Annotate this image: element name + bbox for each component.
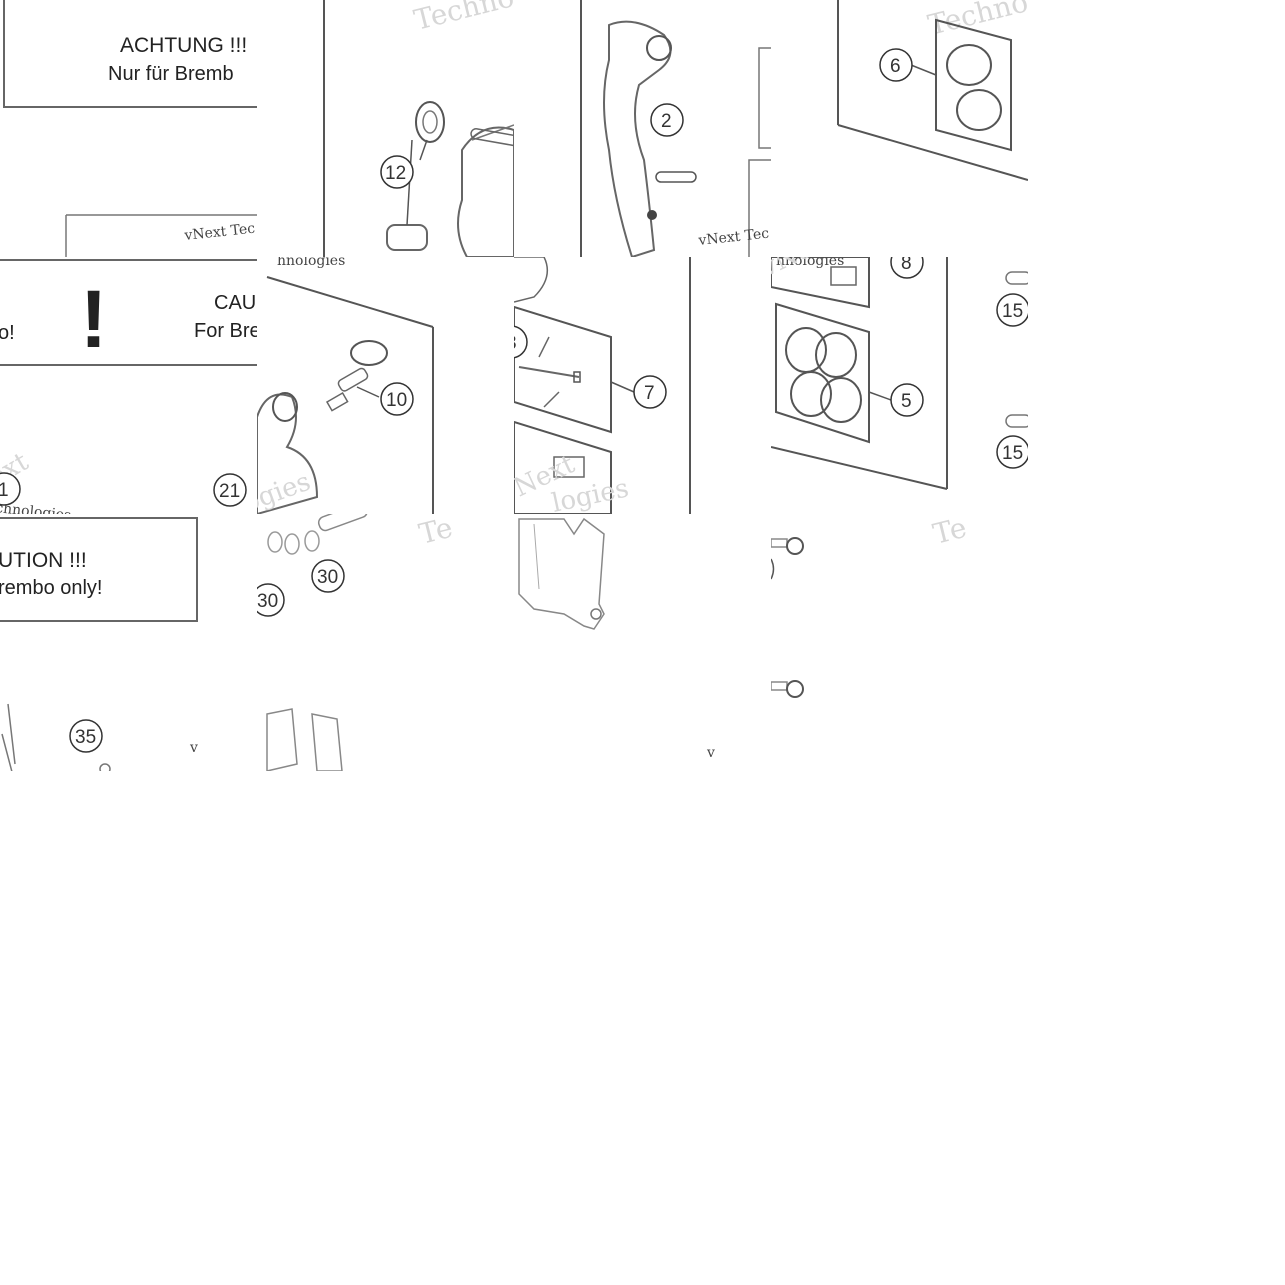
svg-text:o!: o!	[0, 322, 15, 344]
callout-21: 21	[213, 473, 247, 507]
callout-6: 6	[879, 48, 913, 82]
svg-text:hnologies: hnologies	[776, 257, 844, 269]
callout-12: 12	[380, 155, 414, 189]
svg-text:ogies: ogies	[257, 467, 315, 514]
diagram-tile-pin-kit: Next logies 7 3	[514, 257, 771, 514]
pin-kit-box	[514, 305, 612, 434]
callout-5: 5	[890, 383, 924, 417]
callout-10: 10	[380, 382, 414, 416]
diagram-tile-pistons: Techno 6	[771, 0, 1028, 257]
svg-text:30: 30	[257, 591, 278, 612]
diagram-tile-seal-kit: hnologies vNe 9 8 5 15 15	[771, 257, 1028, 514]
svg-text:1: 1	[0, 480, 9, 501]
diagram-tile-brake-pad: v	[514, 514, 771, 771]
callout-8: 8	[890, 257, 924, 279]
caution-title-fragment: CAU	[214, 292, 256, 314]
diagram-tile-spacers: Te 30 30	[257, 514, 514, 771]
svg-text:vNe: vNe	[771, 257, 817, 284]
callout-3: 3	[514, 325, 528, 359]
svg-text:hnologies: hnologies	[277, 257, 345, 269]
seal-kit-box	[775, 302, 870, 444]
svg-text:30: 30	[317, 567, 338, 588]
svg-text:3: 3	[514, 333, 517, 354]
svg-text:v: v	[706, 745, 715, 761]
svg-text:21: 21	[219, 481, 240, 502]
bleeder-cap	[350, 340, 388, 366]
bracket-part	[603, 20, 672, 257]
svg-text:Te: Te	[416, 514, 456, 551]
caution-text: rembo only!	[0, 577, 103, 599]
screw-part	[786, 680, 804, 698]
diagram-tile-caution-bottom: UTION !!! rembo only! v 35	[0, 514, 257, 771]
diagram-tile-bracket: vNext Tec 2	[514, 0, 771, 257]
callout-35: 35	[69, 719, 103, 753]
piston-kit-box	[935, 18, 1012, 152]
diagram-tile-warning-de: ACHTUNG !!! Nur für Bremb vNext Tec	[0, 0, 257, 257]
credit-text: vNext Tec	[183, 221, 256, 244]
callout-7: 7	[633, 375, 667, 409]
svg-text:35: 35	[75, 727, 96, 748]
callout-15-lower: 15	[996, 435, 1028, 469]
exclamation-icon: !	[80, 274, 107, 365]
svg-text:2: 2	[661, 111, 672, 132]
callout-30-upper: 30	[311, 559, 345, 593]
caution-title: UTION !!!	[0, 549, 87, 572]
watermark-text: Techno	[411, 0, 514, 37]
svg-text:12: 12	[385, 163, 406, 184]
warning-de-drawing: ACHTUNG !!! Nur für Bremb vNext Tec	[3, 0, 257, 257]
warning-de-text: Nur für Bremb	[108, 63, 234, 85]
screw-part	[786, 537, 804, 555]
callout-15-upper: 15	[996, 293, 1028, 327]
diagram-tile-bleeder: hnologies ogies 10	[257, 257, 514, 514]
diagram-tile-caution-top: ! o! CAU For Brem ext chnologies 1 21	[0, 257, 257, 514]
seal-part	[415, 101, 445, 143]
svg-text:5: 5	[901, 391, 912, 412]
svg-text:Te: Te	[930, 514, 970, 551]
caution-text-fragment: For Brem	[194, 320, 257, 342]
svg-text:vNext Tec: vNext Tec	[697, 226, 770, 249]
svg-text:v: v	[189, 740, 198, 756]
callout-30-lower: 30	[257, 583, 285, 617]
svg-text:8: 8	[901, 257, 912, 274]
diagram-tile-screws: Te	[771, 514, 1028, 771]
svg-text:7: 7	[644, 383, 655, 404]
svg-text:10: 10	[386, 390, 407, 411]
diagram-tile-caliper-top: Techno 12	[257, 0, 514, 257]
svg-text:6: 6	[890, 56, 901, 77]
svg-text:15: 15	[1002, 301, 1023, 322]
callout-2: 2	[650, 103, 684, 137]
brake-pad-part	[518, 517, 605, 630]
warning-de-title: ACHTUNG !!!	[120, 34, 247, 57]
callout-1: 1	[0, 472, 21, 506]
svg-text:15: 15	[1002, 443, 1023, 464]
